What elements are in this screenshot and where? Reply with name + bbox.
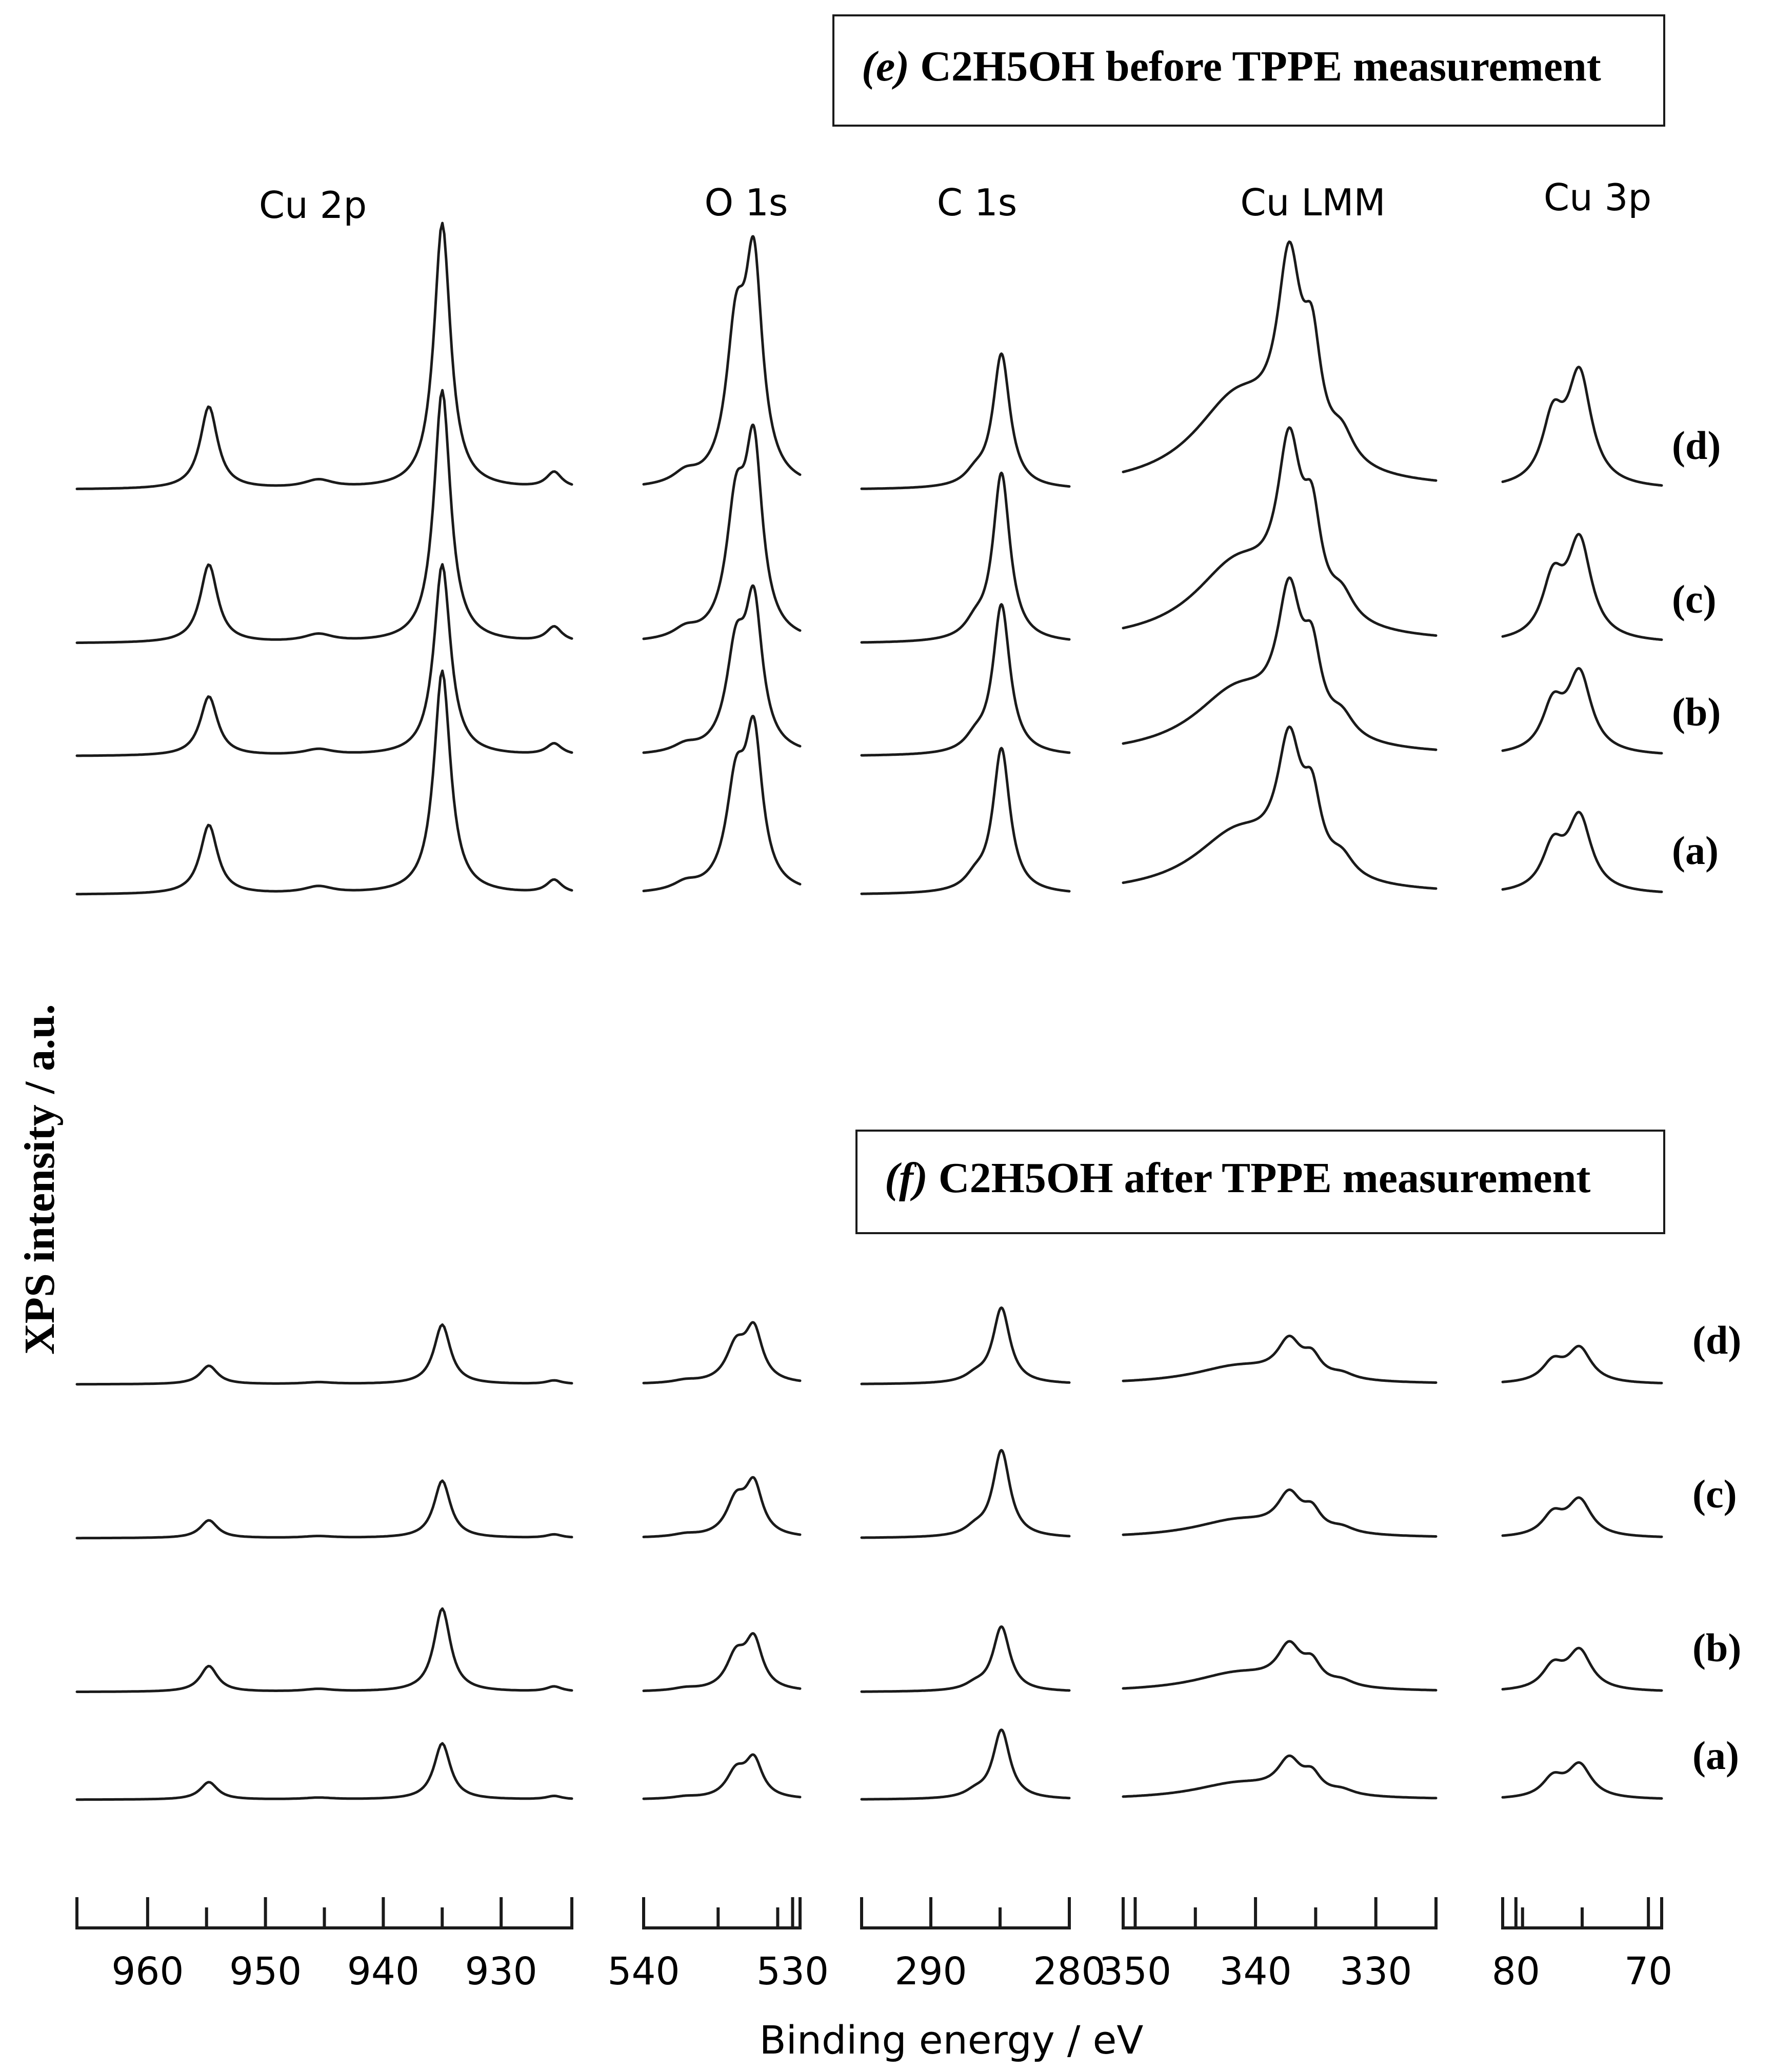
series-label-e-d: (d) <box>1672 423 1721 468</box>
tick-label: 340 <box>1219 1949 1291 1994</box>
trace-f-c-cu-2p <box>75 1479 573 1540</box>
trace-e-a-c-1s <box>860 747 1071 895</box>
trace-e-d-cu-lmm <box>1122 240 1438 482</box>
axis-o-1s: 540 530 <box>607 1897 829 1994</box>
tick-label: 280 <box>1033 1949 1105 1994</box>
trace-e-d-cu-3p <box>1501 366 1663 487</box>
trace-f-a-cu-3p <box>1501 1761 1663 1800</box>
trace-f-a-o-1s <box>642 1753 802 1800</box>
trace-f-c-c-1s <box>860 1449 1071 1539</box>
trace-f-a-cu-lmm <box>1122 1754 1438 1800</box>
trace-e-c-o-1s <box>642 424 802 640</box>
tick-label: 540 <box>607 1949 680 1994</box>
trace-e-b-o-1s <box>642 584 802 754</box>
y-axis-label: XPS intensity / a.u. <box>16 1004 64 1355</box>
trace-e-b-c-1s <box>860 603 1071 757</box>
panel-f-title-box <box>855 1130 1665 1234</box>
tick-label: 330 <box>1340 1949 1412 1994</box>
trace-e-b-cu-lmm <box>1122 576 1438 751</box>
axis-line <box>1122 1897 1438 1929</box>
trace-f-b-cu-3p <box>1501 1646 1663 1692</box>
trace-f-d-c-1s <box>860 1306 1071 1385</box>
panel-e-title-text: C2H5OH before TPPE measurement <box>920 43 1601 90</box>
tick-label: 530 <box>756 1949 829 1994</box>
region-label-o-1s: O 1s <box>705 181 788 224</box>
trace-f-b-c-1s <box>860 1625 1071 1693</box>
region-labels: Cu 2p O 1s C 1s Cu LMM Cu 3p <box>259 176 1651 227</box>
svg-text:(e) C2H5OH before TPPE m: (e) C2H5OH before TPPE measurement <box>862 43 1601 90</box>
svg-text:(f) C2H5OH after TPPE me: (f) C2H5OH after TPPE measurement <box>885 1154 1590 1202</box>
trace-e-d-cu-2p <box>75 222 573 490</box>
x-axis-label: Binding energy / eV <box>760 2017 1144 2063</box>
axis-cu-2p: 960 950 940 930 <box>75 1897 573 1994</box>
trace-f-b-o-1s <box>642 1632 802 1693</box>
series-label-f-d: (d) <box>1692 1318 1741 1362</box>
series-label-f-c: (c) <box>1692 1472 1737 1516</box>
trace-e-c-c-1s <box>860 471 1071 644</box>
axis-cu-3p: 80 70 <box>1492 1897 1672 1994</box>
panel-f-title-text: C2H5OH after TPPE measurement <box>939 1154 1591 1202</box>
trace-e-a-cu-3p <box>1501 811 1663 893</box>
trace-f-c-o-1s <box>642 1476 802 1538</box>
axis-line <box>860 1897 1071 1929</box>
tick-label: 950 <box>229 1949 302 1994</box>
trace-e-b-cu-3p <box>1501 667 1663 755</box>
series-labels: (d) (c) (b) (a) (d) (c) (b) (a) <box>1672 423 1741 1778</box>
trace-f-d-o-1s <box>642 1321 802 1384</box>
axis-c-1s: 290 280 <box>860 1897 1106 1994</box>
trace-e-a-cu-lmm <box>1122 725 1438 890</box>
trace-e-d-c-1s <box>860 352 1071 490</box>
tick-label: 80 <box>1492 1949 1540 1994</box>
panel-e-title: (e) C2H5OH before TPPE measurement <box>832 14 1665 127</box>
region-label-cu-2p: Cu 2p <box>259 184 367 227</box>
tick-label: 930 <box>465 1949 537 1994</box>
trace-f-b-cu-lmm <box>1122 1640 1438 1692</box>
panel-f-title: (f) C2H5OH after TPPE measurement <box>855 1130 1665 1234</box>
tick-label: 960 <box>111 1949 184 1994</box>
region-label-cu-3p: Cu 3p <box>1544 176 1651 219</box>
trace-e-c-cu-lmm <box>1122 426 1438 637</box>
series-label-f-a: (a) <box>1692 1733 1739 1778</box>
trace-f-b-cu-2p <box>75 1607 573 1693</box>
trace-f-d-cu-3p <box>1501 1344 1663 1384</box>
trace-f-c-cu-lmm <box>1122 1488 1438 1538</box>
series-label-e-b: (b) <box>1672 690 1721 734</box>
region-label-cu-lmm: Cu LMM <box>1240 181 1385 224</box>
tick-label: 70 <box>1624 1949 1672 1994</box>
trace-e-a-o-1s <box>642 715 802 893</box>
trace-f-d-cu-lmm <box>1122 1334 1438 1384</box>
trace-e-d-o-1s <box>642 235 802 486</box>
series-label-e-a: (a) <box>1672 828 1719 873</box>
spectra-traces <box>75 222 1663 1801</box>
trace-e-a-cu-2p <box>75 669 573 896</box>
region-label-c-1s: C 1s <box>937 181 1017 224</box>
panel-f-title-prefix: (f) <box>885 1154 928 1202</box>
tick-label: 350 <box>1099 1949 1171 1994</box>
panel-e-title-prefix: (e) <box>862 43 909 90</box>
trace-f-d-cu-2p <box>75 1323 573 1386</box>
axis-cu-lmm: 350 340 330 <box>1099 1897 1438 1994</box>
trace-f-a-cu-2p <box>75 1742 573 1801</box>
tick-label: 940 <box>347 1949 420 1994</box>
trace-f-c-cu-3p <box>1501 1496 1663 1538</box>
series-label-f-b: (b) <box>1692 1625 1741 1670</box>
tick-label: 290 <box>894 1949 967 1994</box>
series-label-e-c: (c) <box>1672 577 1717 621</box>
trace-f-a-c-1s <box>860 1728 1071 1801</box>
trace-e-b-cu-2p <box>75 563 573 757</box>
trace-e-c-cu-2p <box>75 389 573 645</box>
trace-e-c-cu-3p <box>1501 533 1663 641</box>
panel-e-title-box <box>832 14 1665 127</box>
